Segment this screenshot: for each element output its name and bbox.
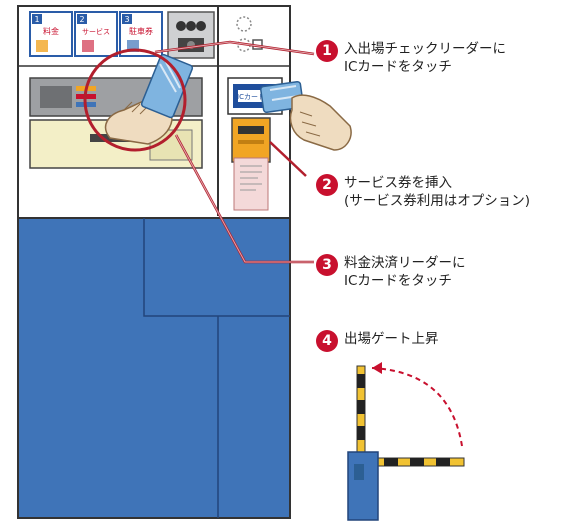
step-3-text: 料金決済リーダーに ICカードをタッチ — [344, 254, 466, 290]
step-2-line-1: サービス券を挿入 — [344, 175, 452, 191]
step-1-line-2: ICカードをタッチ — [344, 59, 452, 75]
step-1-line-1: 入出場チェックリーダーに — [344, 41, 506, 57]
step-2-badge: 2 — [316, 174, 338, 196]
step-4-line-1: 出場ゲート上昇 — [344, 331, 439, 347]
service-ticket-slot — [231, 117, 271, 163]
step-2: 2 サービス券を挿入 (サービス券利用はオプション) — [316, 174, 530, 210]
step-3-line-1: 料金決済リーダーに — [344, 255, 466, 271]
instruction-panels: 1 2 3 料金 サービス 駐車券 — [29, 11, 163, 57]
instruction-panel-3-label: 駐車券 — [129, 26, 153, 36]
magnifier-circle — [83, 48, 187, 152]
leader-line-2 — [269, 141, 307, 177]
step-3-badge: 3 — [316, 254, 338, 276]
step-1: 1 入出場チェックリーダーに ICカードをタッチ — [316, 40, 506, 76]
step-4-badge: 4 — [316, 330, 338, 352]
service-ticket — [233, 157, 269, 211]
instruction-panel-2-label: サービス — [82, 27, 110, 36]
instruction-panel-2-number: 2 — [79, 15, 84, 24]
hand-with-card-right — [260, 80, 352, 151]
step-1-text: 入出場チェックリーダーに ICカードをタッチ — [344, 40, 506, 76]
ic-card-reader-label: ICカード — [237, 93, 265, 101]
entry-reader-unit — [167, 11, 215, 59]
step-1-badge: 1 — [316, 40, 338, 62]
instruction-panel-1-label: 料金 — [43, 26, 59, 36]
exit-gate-illustration — [347, 362, 465, 521]
step-4: 4 出場ゲート上昇 — [316, 330, 439, 352]
cabinet-doors — [17, 217, 291, 519]
step-3: 3 料金決済リーダーに ICカードをタッチ — [316, 254, 466, 290]
hand-with-card-left — [104, 53, 194, 145]
step-2-line-2: (サービス券利用はオプション) — [344, 193, 531, 209]
step-4-text: 出場ゲート上昇 — [344, 330, 439, 348]
step-2-text: サービス券を挿入 (サービス券利用はオプション) — [344, 174, 530, 210]
instruction-panel-3-number: 3 — [124, 15, 129, 24]
instruction-panel-1-number: 1 — [34, 15, 39, 24]
step-3-line-2: ICカードをタッチ — [344, 273, 452, 289]
